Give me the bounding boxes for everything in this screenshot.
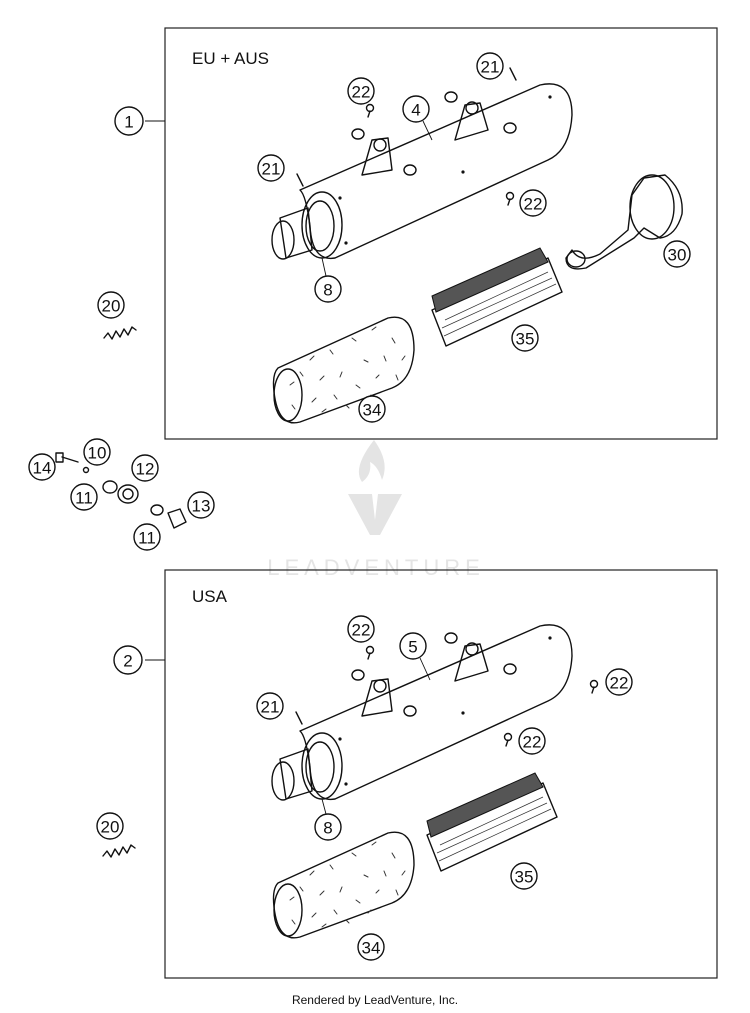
svg-text:22: 22 (352, 621, 371, 640)
callout-bolt-14[interactable]: 14 (28, 453, 56, 481)
callout-end-cap-8-usa[interactable]: 8 (314, 813, 342, 841)
insulation-mat-eu-aus (272, 316, 415, 424)
svg-text:35: 35 (515, 868, 534, 887)
bolt (55, 452, 79, 463)
washer (82, 466, 90, 474)
callout-clip-nut-13[interactable]: 13 (187, 491, 215, 519)
watermark: LEADVENTURE (267, 440, 485, 580)
callout-end-cap-8[interactable]: 8 (314, 275, 342, 303)
fiber-sheet-eu-aus (431, 247, 563, 347)
screw-side-eu-aus (505, 191, 515, 206)
svg-text:30: 30 (668, 246, 687, 265)
callout-spring-20-top[interactable]: 20 (97, 291, 125, 319)
bushing-a (102, 480, 118, 494)
svg-text:5: 5 (408, 638, 417, 657)
screw-rear-usa (589, 679, 599, 694)
svg-text:11: 11 (75, 489, 93, 508)
screw-side-usa (503, 732, 513, 747)
callout-bushing-11-a[interactable]: 11 (70, 483, 98, 511)
header-pipe (565, 174, 683, 270)
svg-text:22: 22 (352, 83, 371, 102)
svg-text:22: 22 (524, 195, 543, 214)
rubber-grommet (117, 484, 139, 504)
rivet-front-eu-aus (296, 173, 304, 187)
region-frame-usa (164, 569, 718, 979)
callout-muffler-5[interactable]: 5 (399, 632, 427, 660)
callout-grommet-12[interactable]: 12 (131, 454, 159, 482)
callout-insulation-mat-34[interactable]: 34 (358, 395, 386, 423)
rivet-rear-eu-aus (509, 67, 517, 81)
callout-bushing-11-b[interactable]: 11 (133, 523, 161, 551)
rivet-front-usa (295, 711, 303, 725)
svg-text:21: 21 (262, 160, 281, 179)
svg-text:2: 2 (123, 652, 132, 671)
svg-text:1: 1 (124, 113, 133, 132)
svg-text:4: 4 (411, 101, 420, 120)
svg-text:22: 22 (610, 674, 629, 693)
spring-bottom (102, 844, 136, 858)
svg-text:34: 34 (362, 939, 381, 958)
callout-assembly-1[interactable]: 1 (114, 106, 144, 136)
callout-insulation-mat-34-usa[interactable]: 34 (357, 933, 385, 961)
callout-rivet-21-usa[interactable]: 21 (256, 692, 284, 720)
callout-rivet-21-rear[interactable]: 21 (476, 52, 504, 80)
region-label-eu-aus: EU + AUS (192, 49, 269, 68)
assembly-usa: USA 2 5 22 21 22 22 8 35 34 20 (96, 569, 718, 979)
callout-screw-22-top[interactable]: 22 (347, 77, 375, 105)
svg-text:12: 12 (136, 460, 155, 479)
callout-assembly-2[interactable]: 2 (113, 645, 143, 675)
callout-screw-22-top-usa[interactable]: 22 (347, 615, 375, 643)
clip-nut (167, 508, 187, 529)
svg-text:21: 21 (481, 58, 500, 77)
callout-washer-10[interactable]: 10 (83, 438, 111, 466)
fiber-sheet-usa (426, 772, 558, 872)
watermark-text: LEADVENTURE (267, 555, 485, 580)
callout-rivet-21-front[interactable]: 21 (257, 154, 285, 182)
svg-text:14: 14 (33, 459, 52, 478)
svg-text:8: 8 (323, 281, 332, 300)
svg-text:35: 35 (516, 330, 535, 349)
insulation-mat-usa (272, 831, 415, 939)
callout-fiber-sheet-35-usa[interactable]: 35 (510, 862, 538, 890)
svg-text:11: 11 (138, 529, 156, 548)
svg-text:34: 34 (363, 401, 382, 420)
leadventure-flame-logo (348, 440, 402, 535)
assembly-eu-aus: EU + AUS 1 4 22 21 21 22 8 30 35 34 (97, 27, 718, 440)
callout-fiber-sheet-35[interactable]: 35 (511, 324, 539, 352)
callout-screw-22-side-usa[interactable]: 22 (518, 727, 546, 755)
svg-text:22: 22 (523, 733, 542, 752)
mounting-hardware: 14 10 11 12 13 11 (28, 438, 215, 551)
callout-screw-22-rear-usa[interactable]: 22 (605, 668, 633, 696)
svg-text:20: 20 (102, 297, 121, 316)
region-label-usa: USA (192, 587, 228, 606)
footer-credit: Rendered by LeadVenture, Inc. (291, 993, 459, 1007)
callout-header-pipe-30[interactable]: 30 (663, 240, 691, 268)
screw-top-usa (365, 645, 375, 660)
callout-screw-22-side[interactable]: 22 (519, 189, 547, 217)
svg-text:21: 21 (261, 698, 280, 717)
svg-text:8: 8 (323, 819, 332, 838)
bushing-b (150, 504, 164, 516)
spring-top (103, 326, 137, 340)
callout-muffler-4[interactable]: 4 (402, 95, 430, 123)
callout-spring-20-bottom[interactable]: 20 (96, 812, 124, 840)
svg-text:20: 20 (101, 818, 120, 837)
screw-top-eu-aus (365, 103, 375, 118)
svg-text:10: 10 (88, 444, 107, 463)
svg-text:13: 13 (192, 497, 211, 516)
region-frame-eu-aus (164, 27, 718, 440)
